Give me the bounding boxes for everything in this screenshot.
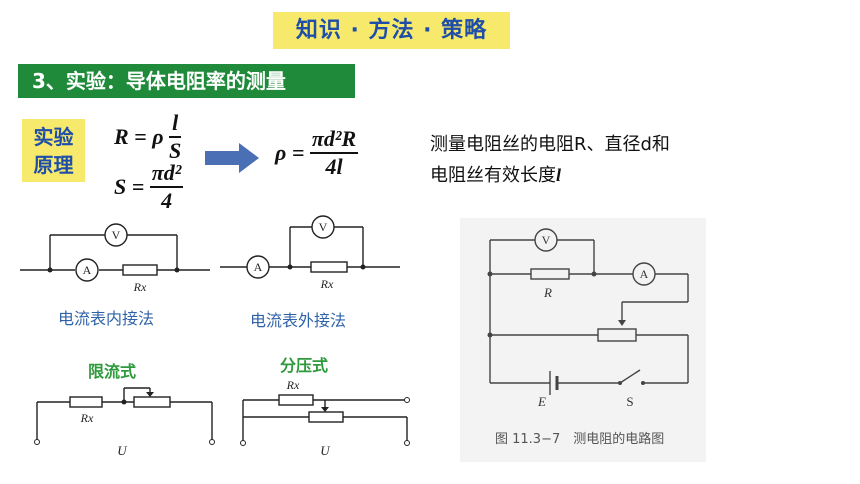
description-line2-text: 电阻丝有效长度 <box>430 165 556 186</box>
outer-voltmeter-symbol: V <box>319 220 328 234</box>
outer-rx-label: Rx <box>320 277 334 291</box>
resistivity-fraction: πd²R 4l <box>309 126 359 180</box>
description-line2: 电阻丝有效长度l <box>430 160 760 191</box>
resistivity-formula-lhs: ρ = <box>275 140 305 165</box>
area-denominator: 4 <box>161 188 173 213</box>
measurement-circuit-diagram: V A R E S <box>487 228 689 409</box>
current-limiting-circuit: Rx U <box>34 387 215 458</box>
resistivity-formula: ρ = πd²R 4l <box>275 126 359 180</box>
description-length-var: l <box>556 165 562 185</box>
resistance-denominator: S <box>169 138 182 163</box>
outer-connection-caption: 电流表外接法 <box>250 311 347 330</box>
principle-label: 实验 原理 <box>22 119 85 182</box>
area-formula: S = πd² 4 <box>114 160 184 214</box>
figure-voltmeter-symbol: V <box>542 233 551 247</box>
topic-banner: 知识 · 方法 · 策略 <box>273 12 510 49</box>
limiting-rx-label: Rx <box>80 411 94 425</box>
figure-e-label: E <box>537 394 546 409</box>
description-line1: 测量电阻丝的电阻R、直径d和 <box>430 134 670 155</box>
divider-rx-label: Rx <box>286 378 300 392</box>
divider-caption: 分压式 <box>280 356 329 375</box>
figure-ammeter-symbol: A <box>640 267 649 281</box>
principle-label-line2: 原理 <box>33 153 74 177</box>
area-formula-lhs: S = <box>114 174 145 199</box>
inner-connection-caption: 电流表内接法 <box>58 309 155 328</box>
resistance-formula: R = ρ l S <box>114 110 182 164</box>
resistivity-denominator: 4l <box>325 154 343 179</box>
figure-s-label: S <box>626 394 633 409</box>
outer-ammeter-symbol: A <box>254 260 263 274</box>
area-numerator: πd² <box>149 160 184 188</box>
resistance-numerator: l <box>169 110 182 138</box>
textbook-figure: V A R E S <box>460 218 706 462</box>
measurement-description: 测量电阻丝的电阻R、直径d和 电阻丝有效长度l <box>430 130 760 191</box>
voltage-divider-circuit: Rx U <box>240 378 410 458</box>
limiting-u-label: U <box>117 443 128 458</box>
outer-connection-circuit: A V Rx <box>220 215 400 291</box>
resistance-formula-lhs: R = ρ <box>114 124 164 149</box>
limiting-caption: 限流式 <box>88 362 137 381</box>
section-title: 3、实验：导体电阻率的测量 <box>18 64 355 98</box>
divider-u-label: U <box>320 443 331 458</box>
derive-arrow-icon <box>205 143 259 173</box>
inner-voltmeter-symbol: V <box>112 228 121 242</box>
resistivity-numerator: πd²R <box>309 126 359 154</box>
figure-r-label: R <box>543 285 552 300</box>
inner-connection-circuit: A V Rx <box>20 223 210 294</box>
inner-ammeter-symbol: A <box>83 263 92 277</box>
inner-rx-label: Rx <box>133 280 147 294</box>
resistance-fraction: l S <box>169 110 182 164</box>
figure-caption: 图 11.3−7 测电阻的电路图 <box>495 432 665 447</box>
area-fraction: πd² 4 <box>149 160 184 214</box>
principle-label-line1: 实验 <box>33 125 74 149</box>
